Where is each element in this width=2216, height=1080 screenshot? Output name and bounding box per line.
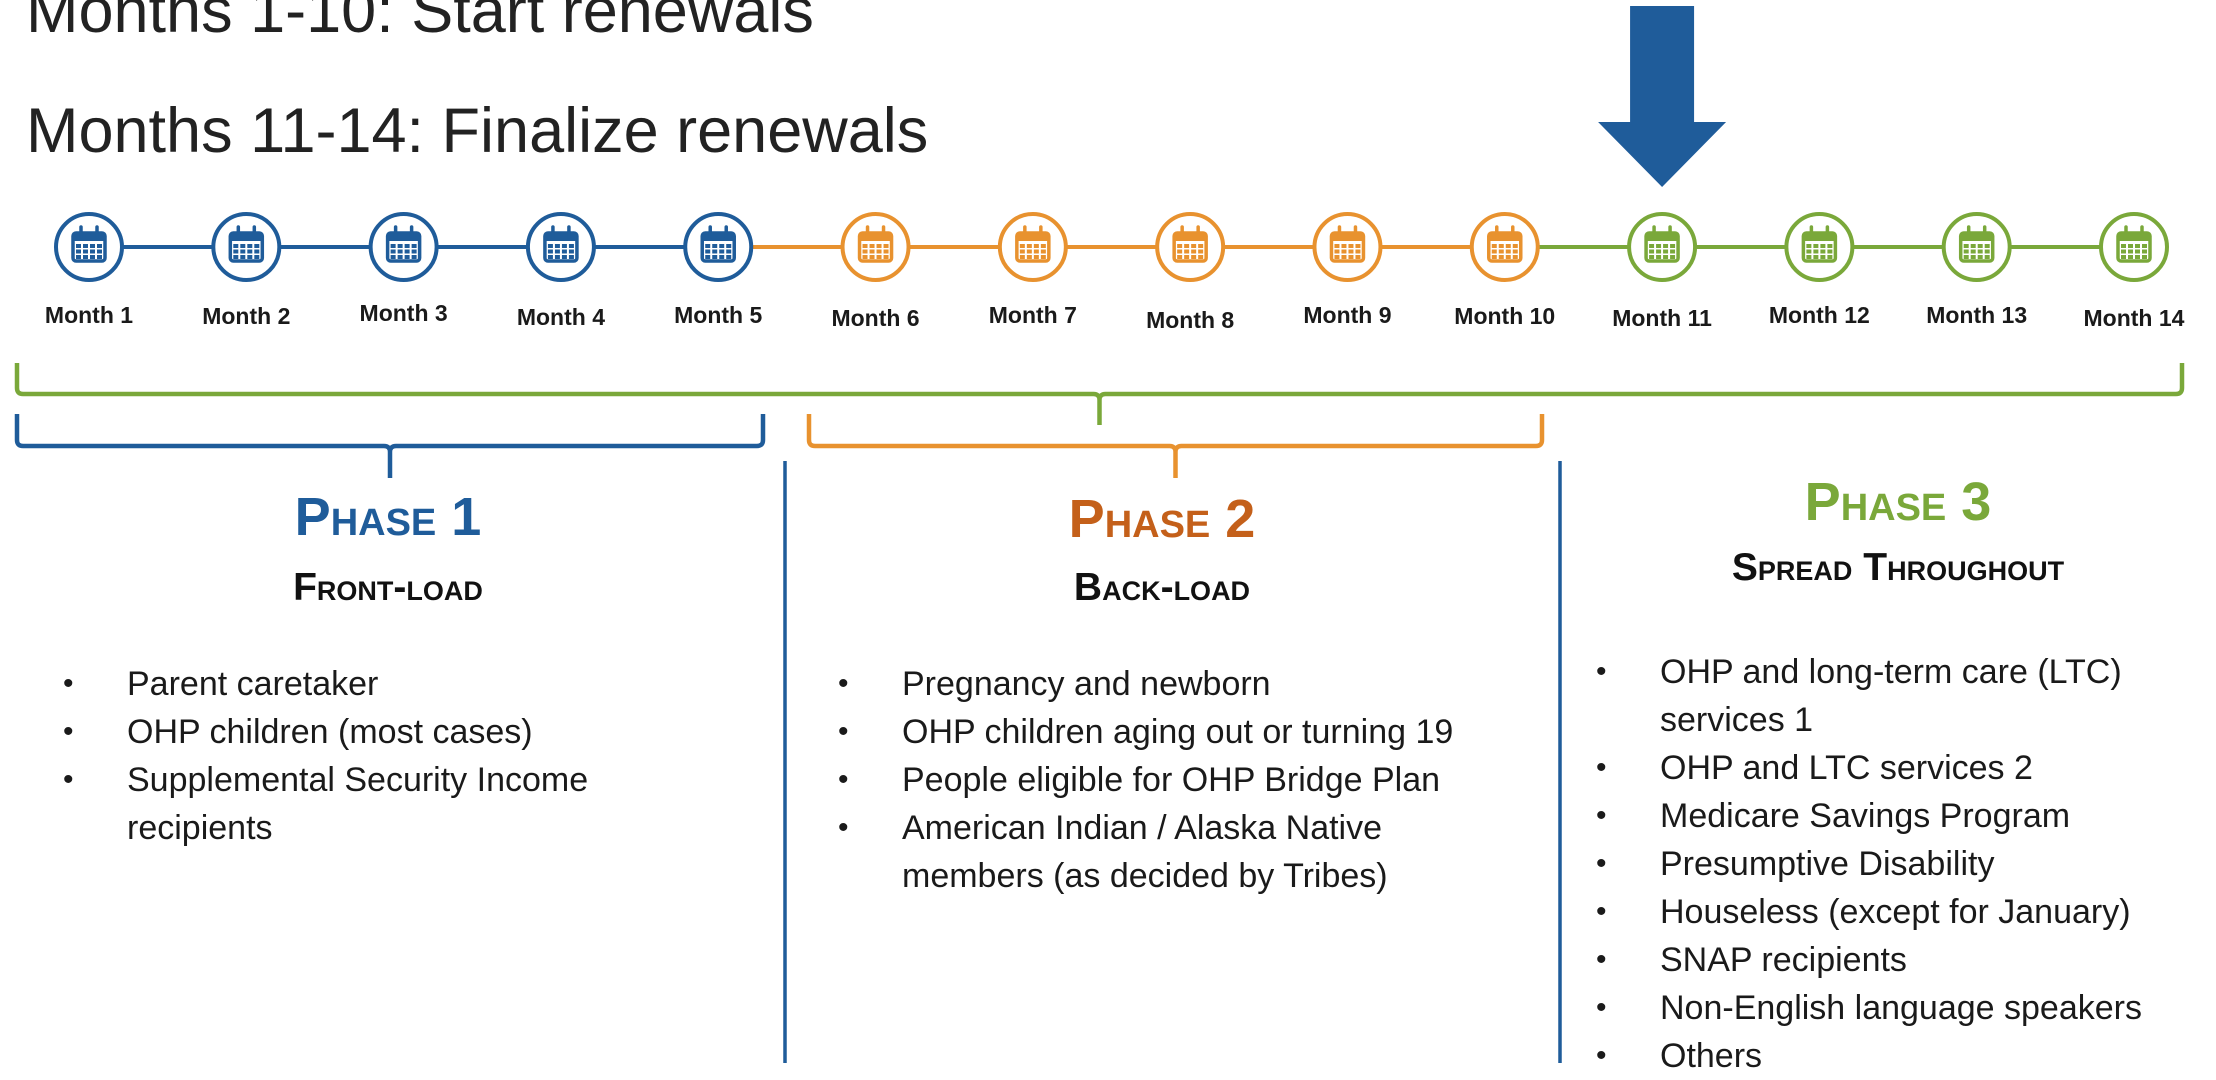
month-label: Month 5 (674, 302, 763, 328)
phase-1-title: Phase 1 (294, 487, 482, 547)
phase-3-title: Phase 3 (1804, 472, 1992, 532)
phase-3-item: SNAP recipients (1596, 936, 2200, 984)
month-label: Month 4 (516, 304, 605, 330)
month-label: Month 10 (1454, 303, 1556, 329)
phase-1-subtitle: Front-load (293, 566, 483, 609)
month-label: Month 14 (2083, 305, 2185, 331)
phase-1-brace (14, 414, 766, 478)
calendar-icon (997, 212, 1068, 282)
phase-2-brace (806, 414, 1545, 478)
month-label: Month 12 (1768, 302, 1870, 328)
calendar-icon (211, 212, 282, 282)
phase-3-item: Houseless (except for January) (1596, 888, 2200, 936)
phase-2-item: People eligible for OHP Bridge Plan (838, 756, 1502, 804)
phase-3-item: Presumptive Disability (1596, 840, 2200, 888)
phase-1-list: Parent caretakerOHP children (most cases… (63, 660, 697, 852)
phase-3-item: Non-English language speakers (1596, 984, 2200, 1032)
calendar-icon (1469, 212, 1540, 282)
phase-2-subtitle: Back-load (1073, 566, 1251, 609)
month-label: Month 3 (359, 300, 448, 326)
month-label: Month 7 (988, 302, 1077, 328)
phase-2-item: Pregnancy and newborn (838, 660, 1502, 708)
month-label: Month 13 (1926, 302, 2028, 328)
heading-finalize-renewals: Months 11-14: Finalize renewals (26, 96, 929, 166)
down-arrow-icon (1598, 6, 1727, 187)
phase-2-item: American Indian / Alaska Native members … (838, 804, 1502, 900)
phase-3-item: Medicare Savings Program (1596, 792, 2200, 840)
month-label: Month 2 (202, 303, 291, 329)
calendar-icon (54, 212, 124, 282)
phase-2-list: Pregnancy and newbornOHP children aging … (838, 660, 1502, 900)
calendar-icon (2099, 212, 2169, 282)
month-label: Month 1 (44, 302, 134, 328)
phase-2-title: Phase 2 (1068, 489, 1256, 549)
heading-start-renewals: Months 1-10: Start renewals (26, 0, 814, 46)
phase-3-item: OHP and long-term care (LTC) services 1 (1596, 648, 2200, 744)
phase-1-item: Parent caretaker (63, 660, 697, 708)
calendar-icon (1941, 212, 2012, 282)
phase-3-item: Others (1596, 1032, 2200, 1080)
calendar-icon (1312, 212, 1383, 282)
calendar-icon (683, 212, 754, 282)
calendar-icon (1627, 212, 1698, 282)
phase-3-subtitle: Spread Throughout (1731, 546, 2065, 589)
month-label: Month 6 (831, 305, 920, 331)
phase-3-list: OHP and long-term care (LTC) services 1O… (1596, 648, 2200, 1080)
calendar-icon (1784, 212, 1855, 282)
month-label: Month 9 (1303, 302, 1392, 328)
month-label: Month 11 (1612, 305, 1712, 331)
phase-1-item: OHP children (most cases) (63, 708, 697, 756)
phase-3-brace (14, 363, 2185, 425)
phase-2-item: OHP children aging out or turning 19 (838, 708, 1502, 756)
calendar-icon (840, 212, 911, 282)
calendar-icon (368, 212, 439, 282)
phase-1-item: Supplemental Security Income recipients (63, 756, 697, 852)
calendar-icon (525, 212, 596, 282)
calendar-icon (1155, 212, 1226, 282)
month-label: Month 8 (1146, 307, 1235, 333)
phase-3-item: OHP and LTC services 2 (1596, 744, 2200, 792)
